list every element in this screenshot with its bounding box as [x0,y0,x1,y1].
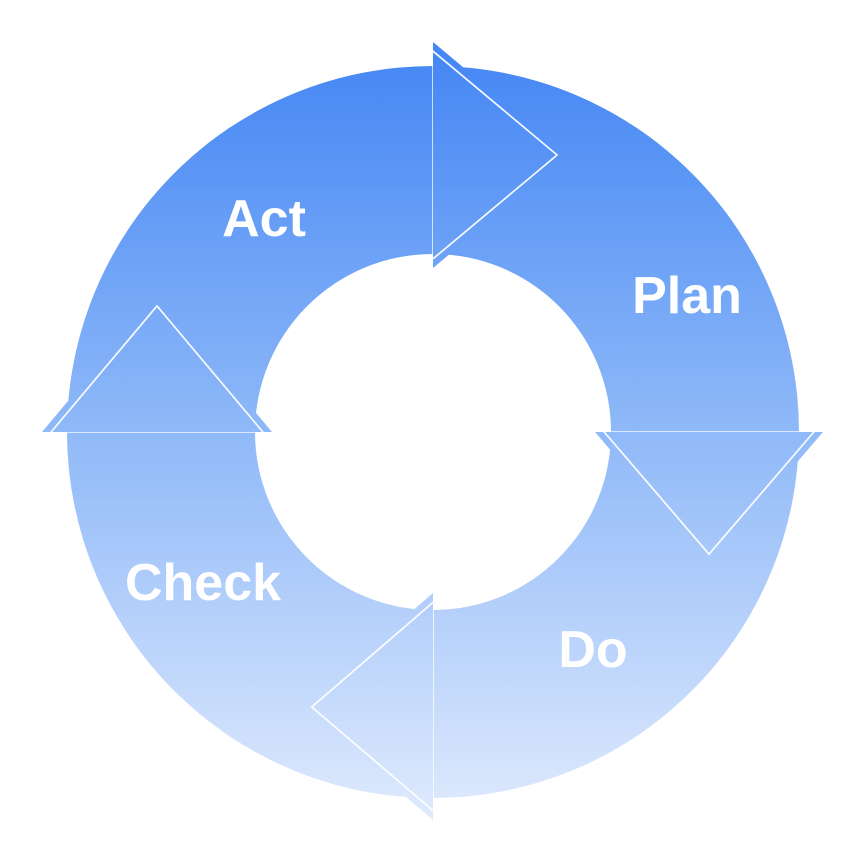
arrow-act-to-plan-icon [432,42,568,268]
arrow-triangle [433,42,568,268]
arrow-plan-to-do-icon [595,431,823,565]
arrow-triangle [301,593,433,820]
label-plan: Plan [632,267,742,325]
arrow-do-to-check-icon [301,593,434,820]
arrow-triangle [42,295,272,432]
arrow-outline [50,305,264,433]
arrow-outline [603,431,815,556]
label-act: Act [222,190,306,248]
arrow-outline [310,601,434,812]
arrow-check-to-act-icon [42,295,272,433]
arrow-outline [432,50,558,260]
arrow-triangle [595,432,823,565]
label-do: Do [558,621,627,679]
cycle-arrows [42,42,823,820]
label-check: Check [125,554,281,612]
segment-labels: Act Plan Do Check [125,190,742,679]
